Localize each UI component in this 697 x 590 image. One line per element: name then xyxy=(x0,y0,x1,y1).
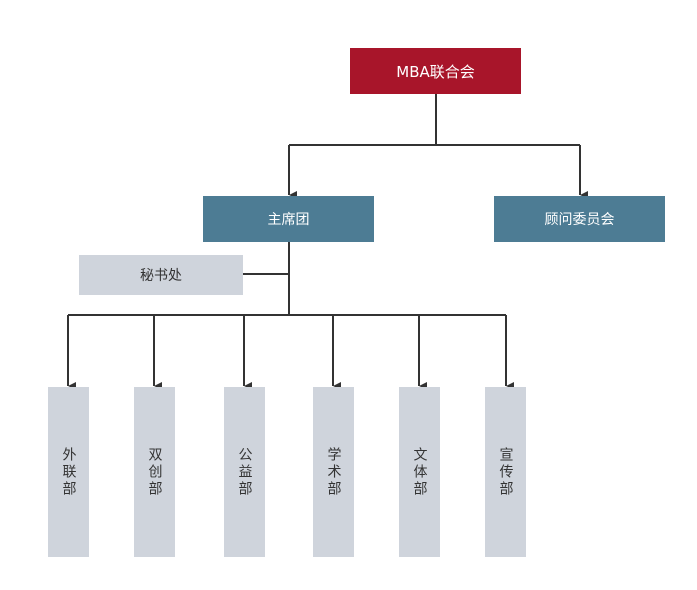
node-department: 文体部 xyxy=(399,387,440,557)
node-department: 外联部 xyxy=(48,387,89,557)
node-department: 公益部 xyxy=(224,387,265,557)
node-label: 双创部 xyxy=(146,446,163,498)
node-mba-union: MBA联合会 xyxy=(350,48,521,94)
node-label: MBA联合会 xyxy=(396,62,475,81)
node-label: 文体部 xyxy=(411,446,428,498)
node-label: 顾问委员会 xyxy=(544,212,615,228)
node-department: 学术部 xyxy=(313,387,354,557)
node-department: 宣传部 xyxy=(485,387,526,557)
node-label: 外联部 xyxy=(60,446,77,498)
node-label: 主席团 xyxy=(267,212,310,228)
node-label: 学术部 xyxy=(325,446,342,498)
node-label: 公益部 xyxy=(236,446,253,498)
node-label: 宣传部 xyxy=(497,446,514,498)
node-advisory-committee: 顾问委员会 xyxy=(494,196,665,242)
node-label: 秘书处 xyxy=(140,268,182,284)
node-presidium: 主席团 xyxy=(203,196,374,242)
node-secretariat: 秘书处 xyxy=(79,255,243,295)
node-department: 双创部 xyxy=(134,387,175,557)
